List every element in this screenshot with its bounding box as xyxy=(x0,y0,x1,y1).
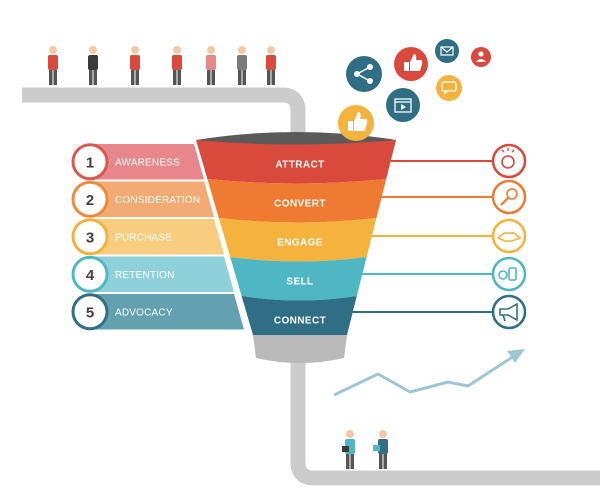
magnifier-icon xyxy=(377,179,527,215)
stage-1: 1 AWARENESS xyxy=(71,143,204,181)
stage-5: 5 ADVOCACY xyxy=(71,293,244,331)
stage-number: 5 xyxy=(86,304,94,321)
funnel-base xyxy=(253,335,347,363)
video-icon xyxy=(386,88,420,122)
funnel-layer-connect xyxy=(241,296,357,340)
stage-number: 2 xyxy=(86,192,94,209)
social-icons-cloud xyxy=(338,39,491,141)
stage-label: CONSIDERATION xyxy=(115,195,200,206)
share-icon xyxy=(346,56,382,92)
stage-number: 3 xyxy=(86,229,94,246)
chat-icon xyxy=(436,75,462,101)
funnel-label: SELL xyxy=(286,277,313,288)
business-people xyxy=(342,430,388,469)
pipe-bottom xyxy=(290,340,600,486)
stage-number: 1 xyxy=(86,154,94,171)
funnel-label: ATTRACT xyxy=(275,160,324,171)
thumbs-up-icon xyxy=(394,47,428,81)
briefcase-icon xyxy=(342,446,349,452)
people-row-top xyxy=(48,46,276,85)
stage-bar xyxy=(88,181,214,217)
trend-arrow xyxy=(333,349,525,397)
stage-label: ADVOCACY xyxy=(115,307,173,318)
stage-3: 3 PURCHASE xyxy=(71,218,224,256)
pipe-top xyxy=(22,87,306,140)
funnel-layer-convert xyxy=(207,179,387,223)
like-badge-icon xyxy=(338,105,374,141)
stage-label: PURCHASE xyxy=(115,232,172,243)
stage-number-badge xyxy=(71,143,109,181)
funnel-layer-sell xyxy=(230,257,367,301)
stage-label: AWARENESS xyxy=(115,157,180,168)
handshake-icon xyxy=(367,218,527,254)
stage-bar xyxy=(88,219,224,255)
stage-number-badge xyxy=(71,255,109,293)
stage-4: 4 RETENTION xyxy=(71,255,234,293)
stage-bar xyxy=(88,144,204,180)
megaphone-icon xyxy=(348,294,527,330)
funnel-layer-attract xyxy=(196,140,396,184)
stage-number-badge xyxy=(71,218,109,256)
stage-bar xyxy=(88,294,244,330)
funnel-layer-engage xyxy=(218,218,377,262)
stage-2: 2 CONSIDERATION xyxy=(71,180,214,218)
lightbulb-head-icon xyxy=(386,143,527,179)
funnel-label: CONNECT xyxy=(274,316,326,327)
stage-label: RETENTION xyxy=(115,270,175,281)
user-icon xyxy=(471,47,491,67)
stage-number-badge xyxy=(71,293,109,331)
money-hand-icon xyxy=(358,256,527,292)
stage-number: 4 xyxy=(86,267,95,284)
stage-bar xyxy=(88,256,234,292)
funnel-label: ENGAGE xyxy=(277,238,323,249)
briefcase-icon xyxy=(373,445,380,451)
stage-number-badge xyxy=(71,180,109,218)
mail-icon xyxy=(435,39,459,63)
funnel-label: CONVERT xyxy=(274,199,326,210)
